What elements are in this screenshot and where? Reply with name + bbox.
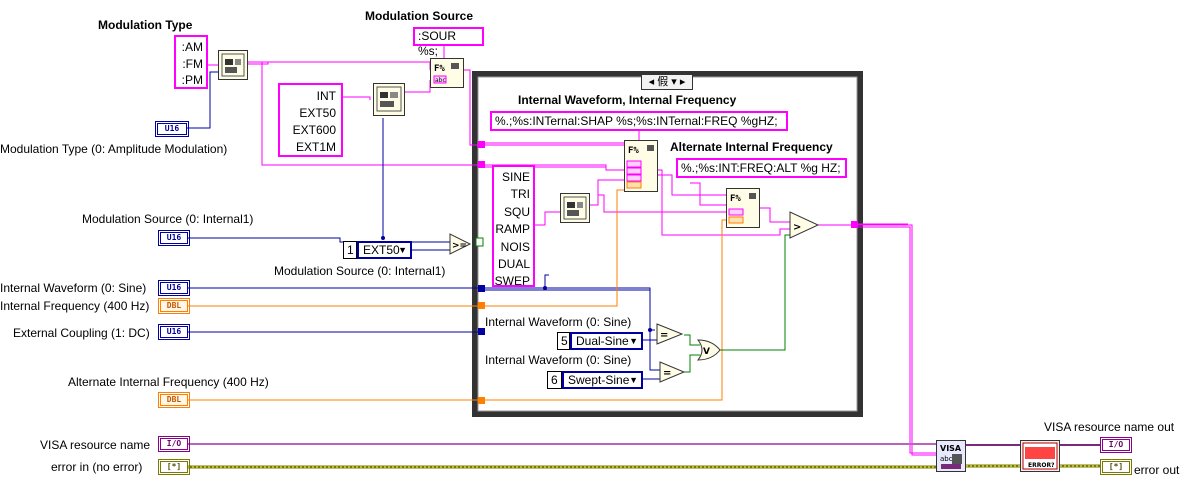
ring-value: Swept-Sine xyxy=(568,373,630,387)
source-index-constant[interactable]: 1 xyxy=(343,241,357,259)
svg-text:F%: F% xyxy=(730,194,741,204)
index-array-icon[interactable] xyxy=(218,50,248,80)
dual-index-constant[interactable]: 5 xyxy=(557,332,570,350)
array-item: DUAL xyxy=(497,257,530,272)
svg-text:abc: abc xyxy=(435,77,446,84)
array-item: EXT50 xyxy=(299,106,336,120)
ring-value: Dual-Sine xyxy=(576,334,629,348)
modulation-type-array[interactable]: :AM :FM :PM xyxy=(174,35,208,89)
format-into-string-alt-icon[interactable]: F% xyxy=(726,188,760,228)
svg-text:ERROR?: ERROR? xyxy=(1028,462,1055,469)
or-node: V xyxy=(696,339,721,361)
svg-text:abc: abc xyxy=(940,455,953,463)
tunnel xyxy=(478,141,485,148)
ring-value: EXT50 xyxy=(363,243,400,257)
alternate-frequency-terminal[interactable]: DBL xyxy=(158,392,190,408)
tunnel xyxy=(475,237,484,247)
internal-waveform-label: Internal Waveform (0: Sine) xyxy=(0,281,147,295)
visa-resource-label: VISA resource name xyxy=(40,438,151,452)
error-in-label: error in (no error) xyxy=(51,460,143,474)
alternate-frequency-label: Alternate Internal Frequency (400 Hz) xyxy=(68,375,269,389)
array-item: SQU xyxy=(503,204,530,219)
svg-text:F%: F% xyxy=(434,64,445,74)
error-in-terminal[interactable]: [*] xyxy=(158,459,190,475)
tunnel xyxy=(478,302,485,309)
select-node: > xyxy=(789,211,820,239)
alt-frequency-format-string[interactable]: %.;%s:INT:FREQ:ALT %g HZ; xyxy=(676,158,847,178)
array-item: SINE xyxy=(501,170,530,184)
array-item: NOIS xyxy=(500,239,530,254)
array-item: :AM xyxy=(181,40,203,54)
index-array-waveform-icon[interactable] xyxy=(560,193,590,223)
dropdown-arrow-icon: ▼ xyxy=(629,336,638,346)
waveform-array[interactable]: SINE TRI SQU RAMP NOIS DUAL SWEP xyxy=(492,165,535,289)
waveform-format-string[interactable]: %.;%s:INTernal:SHAP %s;%s:INTernal:FREQ … xyxy=(490,111,788,131)
tunnel xyxy=(478,285,485,292)
svg-text:V: V xyxy=(703,347,710,357)
tunnel xyxy=(478,397,485,404)
visa-resource-terminal[interactable]: I/O xyxy=(158,436,190,452)
svg-text:>=: >= xyxy=(452,241,467,251)
tunnel xyxy=(478,161,485,168)
internal-waveform-label-b: Internal Waveform (0: Sine) xyxy=(485,353,632,367)
source-ring-constant[interactable]: EXT50 ▼ xyxy=(357,241,412,259)
increment-arrow-icon[interactable]: ▸ xyxy=(679,76,686,88)
svg-text:VISA: VISA xyxy=(940,444,962,453)
decrement-arrow-icon[interactable]: ◂ xyxy=(648,76,655,88)
format-into-string-waveform-icon[interactable]: F% xyxy=(624,140,658,192)
svg-text:F%: F% xyxy=(628,146,639,156)
modulation-type-title: Modulation Type xyxy=(98,18,193,32)
svg-text:=: = xyxy=(663,368,671,379)
dropdown-arrow-icon: ▼ xyxy=(629,375,638,385)
greater-equal-node: >= xyxy=(449,233,472,255)
array-item: INT xyxy=(316,89,336,103)
equal-node-b: = xyxy=(659,361,686,383)
swept-sine-ring-constant[interactable]: Swept-Sine ▼ xyxy=(562,371,643,389)
alternate-frequency-title: Alternate Internal Frequency xyxy=(670,140,833,154)
internal-frequency-label: Internal Frequency (400 Hz) xyxy=(0,299,150,313)
error-handler-icon[interactable]: ERROR? xyxy=(1020,440,1060,472)
error-out-label: error out xyxy=(1134,463,1180,477)
error-out-terminal[interactable]: [*] xyxy=(1100,459,1132,475)
array-item: :FM xyxy=(182,56,203,71)
swept-index-constant[interactable]: 6 xyxy=(547,371,562,389)
case-selector[interactable]: ◂ 假 ▾ ▸ xyxy=(641,74,693,90)
modulation-source-terminal[interactable]: U16 xyxy=(158,230,190,246)
internal-waveform-title: Internal Waveform, Internal Frequency xyxy=(518,93,737,107)
internal-waveform-terminal[interactable]: U16 xyxy=(158,280,190,296)
array-item: RAMP xyxy=(495,222,530,237)
modulation-type-terminal[interactable]: U16 xyxy=(155,121,189,137)
tunnel xyxy=(478,328,485,335)
internal-frequency-terminal[interactable]: DBL xyxy=(158,298,190,314)
array-item: TRI xyxy=(510,187,530,202)
svg-text:>: > xyxy=(793,222,801,233)
internal-waveform-label-a: Internal Waveform (0: Sine) xyxy=(485,315,632,329)
dual-sine-ring-constant[interactable]: Dual-Sine ▼ xyxy=(570,332,643,350)
external-coupling-terminal[interactable]: U16 xyxy=(158,324,190,340)
dbl-wires xyxy=(188,189,730,401)
svg-text:=: = xyxy=(660,330,668,341)
modulation-source-label: Modulation Source (0: Internal1) xyxy=(82,212,254,226)
modulation-source-title: Modulation Source xyxy=(365,9,473,23)
sour-format-string[interactable]: :SOUR %s; xyxy=(413,27,484,58)
equal-node-a: = xyxy=(656,323,684,345)
modulation-source-array[interactable]: INT EXT50 EXT600 EXT1M xyxy=(278,83,343,157)
format-into-string-icon[interactable]: F% abc xyxy=(430,58,464,88)
array-item: EXT600 xyxy=(292,123,336,137)
array-item: :PM xyxy=(181,73,203,87)
visa-resource-out-label: VISA resource name out xyxy=(1044,420,1175,434)
dropdown-arrow-icon[interactable]: ▾ xyxy=(671,76,677,88)
array-item: EXT1M xyxy=(295,140,336,154)
visa-write-icon[interactable]: VISA abc xyxy=(936,440,966,472)
dropdown-arrow-icon: ▼ xyxy=(398,245,407,255)
tunnel xyxy=(851,221,858,228)
visa-resource-out-terminal[interactable]: I/O xyxy=(1100,437,1132,453)
external-coupling-label: External Coupling (1: DC) xyxy=(13,326,150,340)
modulation-source-inner-label: Modulation Source (0: Internal1) xyxy=(274,264,446,278)
array-item: SWEP xyxy=(494,274,530,289)
modulation-type-label: Modulation Type (0: Amplitude Modulation… xyxy=(0,142,228,156)
index-array-source-icon[interactable] xyxy=(373,83,405,116)
case-selector-value: 假 xyxy=(657,76,669,88)
